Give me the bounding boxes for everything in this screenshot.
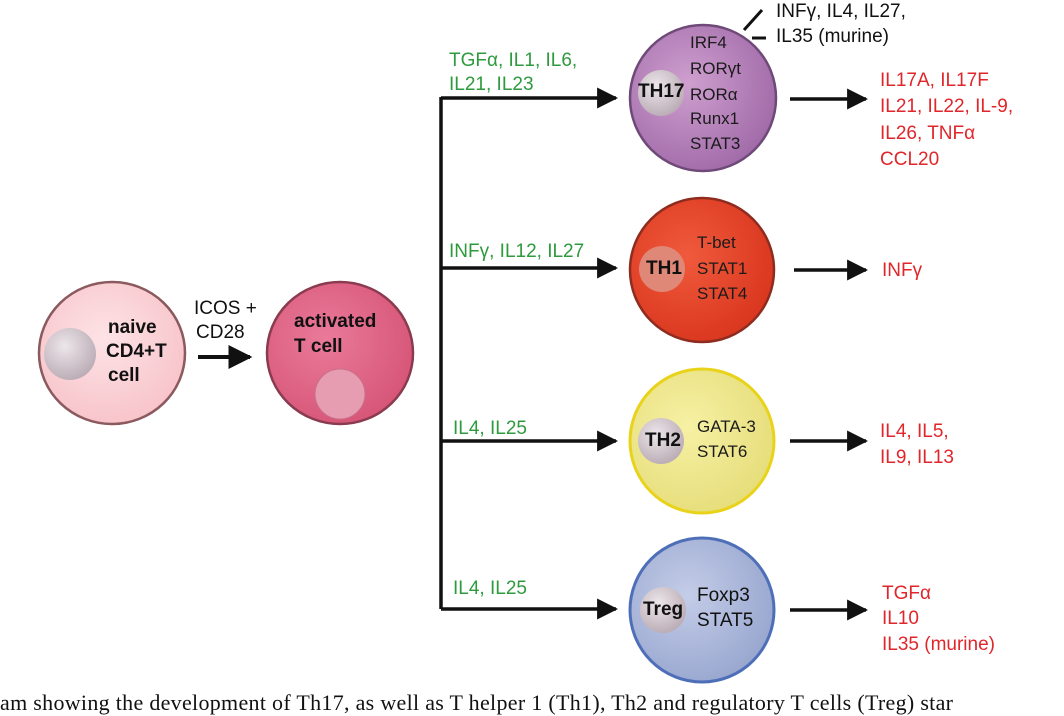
inhibition-bar xyxy=(742,8,764,32)
th17-inhibitors-1: INFγ, IL4, IL27, xyxy=(776,1,906,22)
treg-output-1: TGFα xyxy=(882,583,931,604)
th17-factor-3: RORα xyxy=(690,85,738,104)
th2-badge: TH2 xyxy=(645,430,681,451)
th17-factor-5: STAT3 xyxy=(690,134,740,153)
th17-inducers-2: IL21, IL23 xyxy=(449,74,534,95)
treg-inducers: IL4, IL25 xyxy=(453,578,527,599)
th17-output-4: CCL20 xyxy=(880,149,939,170)
activated-label-2: T cell xyxy=(294,336,343,357)
th17-factor-2: RORγt xyxy=(690,59,741,78)
treg-badge: Treg xyxy=(643,599,683,620)
th1-badge: TH1 xyxy=(646,258,682,279)
th17-inducers-1: TGFα, IL1, IL6, xyxy=(449,50,577,71)
th17-output-3: IL26, TNFα xyxy=(880,123,975,144)
activated-label-1: activated xyxy=(294,311,376,332)
th17-cell: TH17 IRF4 RORγt RORα Runx1 STAT3 xyxy=(628,23,778,173)
th17-inhibitors-2: IL35 (murine) xyxy=(776,26,889,47)
th2-output-2: IL9, IL13 xyxy=(880,447,954,468)
th17-factor-1: IRF4 xyxy=(690,33,727,52)
th1-inducers: INFγ, IL12, IL27 xyxy=(449,241,584,262)
th2-factor-1: GATA-3 xyxy=(697,417,756,436)
costim-label-2: CD28 xyxy=(196,322,245,343)
th1-nucleus xyxy=(639,246,685,292)
th2-cell: TH2 GATA-3 STAT6 xyxy=(628,367,776,515)
th1-factor-2: STAT1 xyxy=(697,259,747,278)
th17-output-1: IL17A, IL17F xyxy=(880,70,989,91)
th2-output-1: IL4, IL5, xyxy=(880,421,949,442)
treg-output-2: IL10 xyxy=(882,608,919,629)
naive-label-3: cell xyxy=(108,365,140,386)
treg-cell: Treg Foxp3 STAT5 xyxy=(628,536,776,684)
th17-factor-4: Runx1 xyxy=(690,109,739,128)
th1-factor-1: T-bet xyxy=(697,233,736,252)
treg-factor-2: STAT5 xyxy=(697,610,753,631)
activated-nucleus xyxy=(314,368,366,420)
naive-cell: naive CD4+T cell xyxy=(37,280,187,426)
th1-cell: TH1 T-bet STAT1 STAT4 xyxy=(628,196,776,344)
naive-nucleus xyxy=(44,328,96,380)
th1-output-1: INFγ xyxy=(882,260,923,281)
th17-nucleus xyxy=(638,70,684,116)
th2-factor-2: STAT6 xyxy=(697,442,747,461)
figure-caption: am showing the development of Th17, as w… xyxy=(0,690,954,715)
th2-inducers: IL4, IL25 xyxy=(453,418,527,439)
naive-label-2: CD4+T xyxy=(106,341,167,362)
activated-cell: activated T cell xyxy=(265,280,415,426)
th2-nucleus xyxy=(638,418,684,464)
costim-label-1: ICOS + xyxy=(194,298,257,319)
th17-badge: TH17 xyxy=(638,81,684,102)
treg-output-3: IL35 (murine) xyxy=(882,634,995,655)
th17-output-2: IL21, IL22, IL-9, xyxy=(880,96,1013,117)
treg-nucleus xyxy=(640,587,686,633)
th1-factor-3: STAT4 xyxy=(697,284,747,303)
treg-factor-1: Foxp3 xyxy=(697,585,750,606)
naive-label-1: naive xyxy=(108,317,157,338)
